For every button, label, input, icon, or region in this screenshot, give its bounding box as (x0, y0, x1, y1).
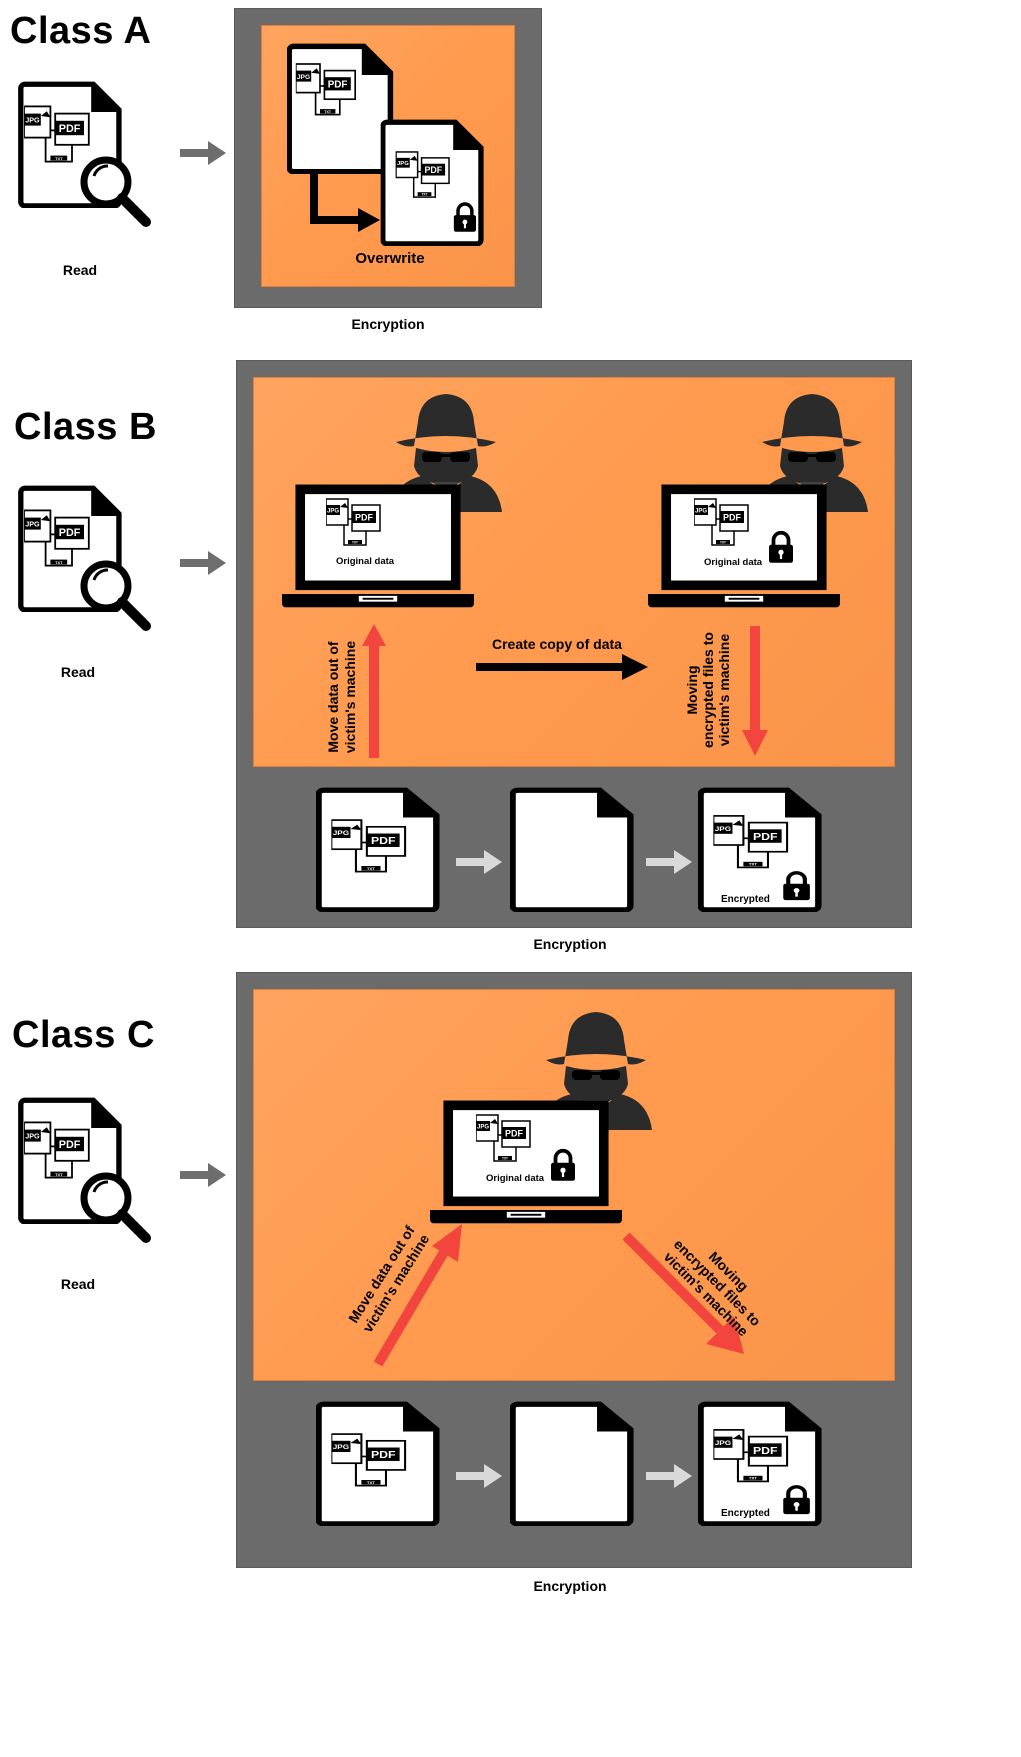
class-a-read-label: Read (62, 262, 98, 278)
class-c-screen-label: Original data (486, 1173, 545, 1184)
class-b-read-file-icon (12, 484, 162, 634)
class-c-arrow-icon (180, 1163, 226, 1187)
class-c-light-arrow-2-icon (646, 1464, 692, 1488)
class-c-encrypted-label: Encrypted (721, 1508, 770, 1519)
class-c-lock-icon (548, 1148, 578, 1182)
class-b-blank-file-icon (510, 786, 638, 912)
class-b-original-file-icon (316, 786, 444, 912)
class-b-move-in-arrow-icon (742, 626, 768, 756)
class-c-encryption-label: Encryption (533, 1578, 607, 1594)
class-b-light-arrow-2-icon (646, 850, 692, 874)
class-b-move-in-label: Moving encrypted files to victim's machi… (684, 632, 732, 748)
class-b-left-screen-label: Original data (336, 556, 395, 567)
read-file-icon (12, 80, 162, 230)
class-a-arrow-icon (180, 141, 226, 165)
class-c-screen-files-icon (476, 1112, 536, 1164)
class-a-encryption-label: Encryption (351, 316, 425, 332)
class-c-move-in-arrow-icon (622, 1232, 744, 1354)
class-b-copy-label: Create copy of data (492, 636, 622, 652)
class-a-title: Class A (10, 10, 152, 52)
class-b-arrow-icon (180, 551, 226, 575)
class-b-copy-arrow-icon (476, 654, 648, 680)
class-b-read-label: Read (60, 664, 96, 680)
class-c-move-out-arrow-icon (373, 1224, 462, 1367)
class-c-light-arrow-1-icon (456, 1464, 502, 1488)
class-a-overwrite-arrow-icon (310, 170, 380, 232)
class-a-overwrite-label: Overwrite (355, 250, 425, 267)
class-b-encryption-label: Encryption (533, 936, 607, 952)
class-b-right-screen-label: Original data (704, 557, 763, 568)
class-c-blank-file-icon (510, 1400, 638, 1526)
class-b-encrypted-label: Encrypted (721, 894, 770, 905)
class-a-encrypted-file-icon (374, 118, 494, 246)
class-b-right-lock-icon (766, 530, 796, 564)
class-c-read-file-icon (12, 1096, 162, 1246)
class-b-light-arrow-1-icon (456, 850, 502, 874)
class-b-right-screen-files-icon (694, 496, 754, 548)
class-b-move-out-label: Move data out of victim's machine (325, 640, 358, 754)
class-c-title: Class C (12, 1014, 155, 1056)
class-b-move-out-arrow-icon (362, 624, 386, 758)
class-b-title: Class B (14, 406, 157, 448)
class-c-read-label: Read (60, 1276, 96, 1292)
class-c-original-file-icon (316, 1400, 444, 1526)
class-b-left-screen-files-icon (326, 496, 386, 548)
